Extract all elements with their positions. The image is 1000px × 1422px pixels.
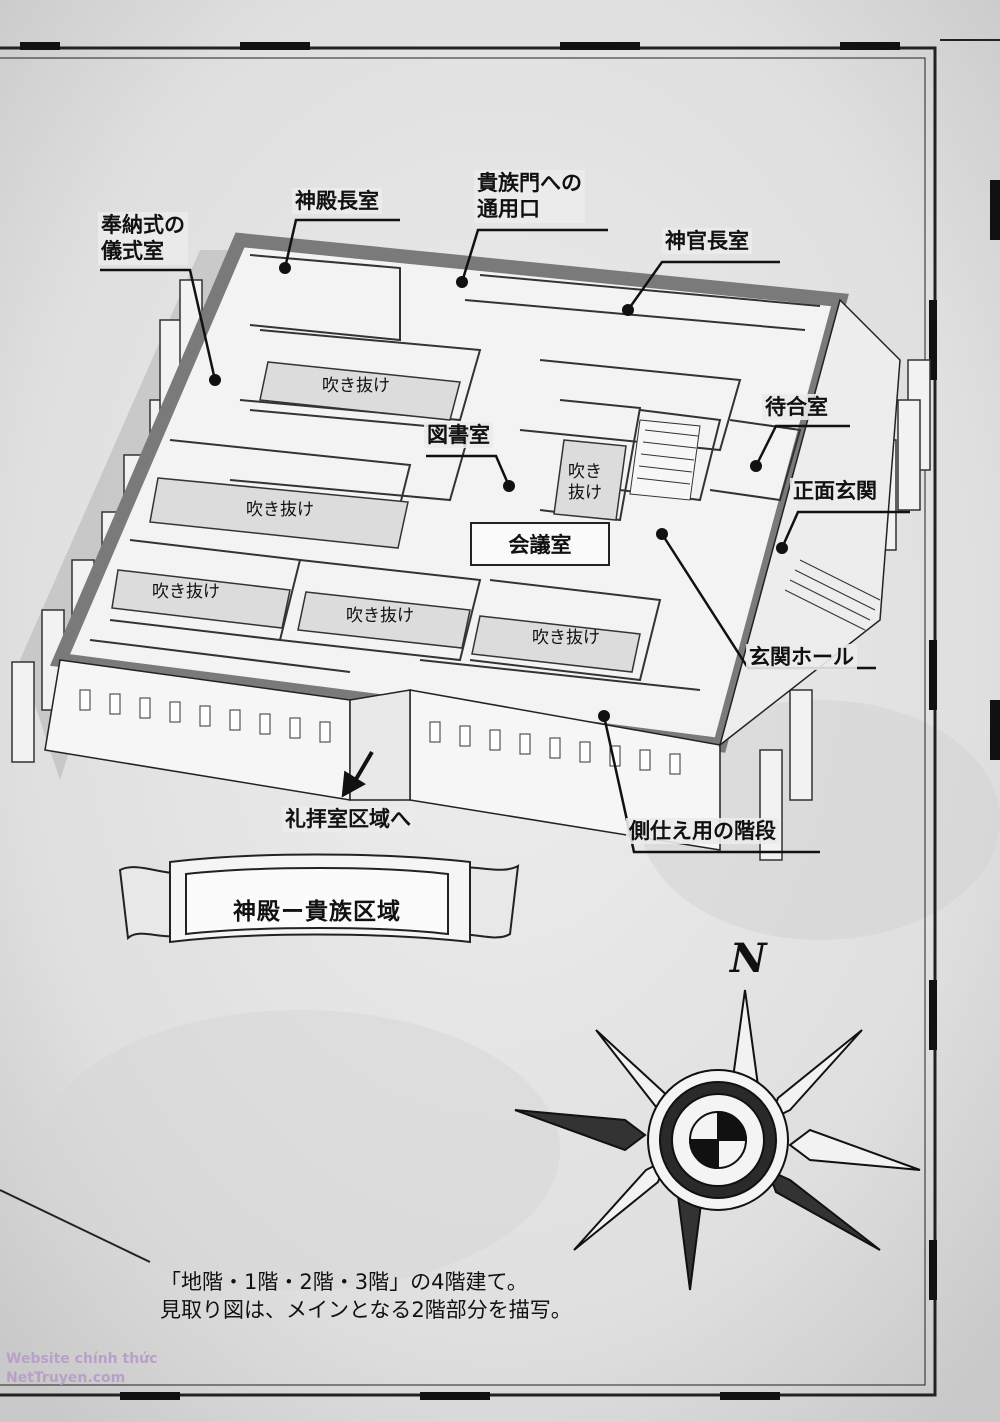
edge-road-line [0,1189,151,1263]
title-banner [118,853,520,944]
label-entrance-hall: 玄関ホール [746,644,857,671]
facade-windows [79,689,681,775]
label-meeting-room: 会議室 [470,522,610,566]
room-walls [89,254,821,691]
frame-ticks [20,42,1000,1400]
label-to-chapel-area: 礼拝室区域へ [282,806,414,833]
label-temple-head-room: 神殿長室 [292,188,382,215]
floor-note: 「地階・1階・2階・3階」の4階建て。 見取り図は、メインとなる2階部分を描写。 [160,1268,572,1325]
leader-dots [209,262,788,722]
label-noble-gate-passage: 貴族門への 通用口 [474,170,585,223]
watermark: Website chính thức NetTruyen.com [6,1350,157,1388]
watermark-line1: Website chính thức [6,1351,158,1367]
front-entrance-wing [718,298,901,747]
atrium-label: 吹き抜け [346,606,414,626]
label-chief-priest-room: 神官長室 [662,228,752,255]
entrance-steps [784,559,881,631]
label-front-entrance: 正面玄関 [790,478,880,505]
atrium-label: 吹き抜け [532,628,600,648]
atrium-label: 吹き抜け [152,582,220,602]
arrow-to-chapel [341,750,374,798]
label-dedication-ritual-room: 奉納式の 儀式室 [98,212,188,265]
atrium-shading [111,361,641,673]
floor-note-line2: 見取り図は、メインとなる2階部分を描写。 [160,1298,572,1323]
compass-rose [514,989,921,1291]
map-title: 神殿ー貴族区域 [233,898,401,925]
atrium-label: 吹き抜け [322,376,390,396]
label-library: 図書室 [424,422,493,449]
compass-north-letter: N [730,935,767,982]
label-waiting-room: 待合室 [762,394,831,421]
atrium-label: 吹き 抜け [568,462,602,504]
label-attendant-stairs: 側仕え用の階段 [626,818,779,845]
atrium-label: 吹き抜け [246,500,314,520]
floor-note-line1: 「地階・1階・2階・3階」の4階建て。 [160,1270,528,1294]
staircase [629,419,701,501]
watermark-line2: NetTruyen.com [6,1369,126,1386]
